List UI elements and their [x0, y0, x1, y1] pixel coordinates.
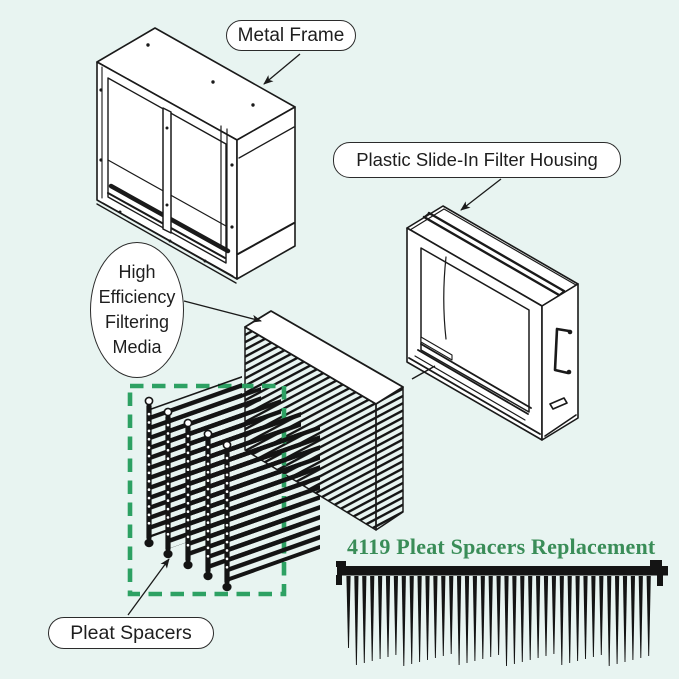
- leader-arrows: [127, 53, 502, 616]
- housing-opening: [420, 247, 530, 413]
- label-media-line2: Efficiency: [98, 287, 176, 307]
- label-pleat-spacers-text: Pleat Spacers: [70, 621, 192, 644]
- label-plastic-housing-text: Plastic Slide-In Filter Housing: [356, 149, 598, 170]
- label-metal-frame-text: Metal Frame: [237, 24, 345, 46]
- comb-tines: [346, 576, 651, 666]
- arrow-metal-frame: [263, 53, 301, 85]
- arrow-housing: [460, 178, 502, 211]
- product-title: 4119 Pleat Spacers Replacement: [347, 534, 656, 559]
- label-media-line1: High: [118, 262, 156, 282]
- pleat-spacers-drawing: [144, 376, 320, 592]
- media-top-face: [244, 310, 404, 405]
- label-media-line4: Media: [112, 337, 162, 357]
- label-metal-frame: Metal Frame: [226, 20, 356, 51]
- label-plastic-housing: Plastic Slide-In Filter Housing: [333, 142, 621, 178]
- frame-front-opening: [107, 77, 227, 264]
- housing-handle: [553, 327, 571, 375]
- leader-housing-media: [411, 365, 436, 380]
- filter-housing-drawing: [406, 205, 579, 441]
- spacer-comb-product: [336, 560, 668, 666]
- frame-center-strut: [162, 107, 172, 234]
- arrow-pleat-spacers: [127, 558, 170, 616]
- frame-rivet-dots: [99, 43, 255, 263]
- housing-slot: [549, 397, 568, 410]
- label-media-line3: Filtering: [104, 312, 170, 332]
- arrow-media: [183, 300, 262, 323]
- metal-frame-drawing: [96, 27, 296, 284]
- spacer-comb: [222, 420, 320, 592]
- label-pleat-spacers: Pleat Spacers: [48, 617, 214, 649]
- label-filtering-media: High Efficiency Filtering Media: [90, 242, 184, 378]
- media-end-face: [375, 386, 404, 531]
- frame-right-face: [236, 106, 296, 280]
- housing-right-face: [541, 283, 579, 441]
- highlight-dashed-box: [127, 383, 287, 597]
